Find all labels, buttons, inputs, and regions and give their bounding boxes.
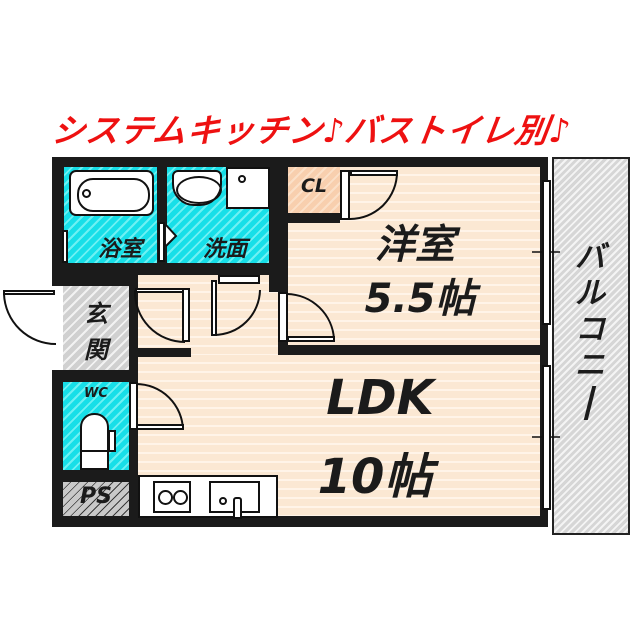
balcony-char: バ [575,240,605,275]
wall-bath-wash [157,167,167,263]
entrance-label-2: 関 [84,336,108,364]
balcony [552,157,630,535]
washing-machine-dial [238,175,246,183]
entrance-door-opening [52,286,63,370]
western-room-door[interactable] [287,336,335,342]
wall-wet-bottom [52,263,288,275]
wc-door[interactable] [136,424,184,430]
bathtub-basin [77,178,150,212]
closet-label: CL [300,175,328,197]
wall-wash-room [269,157,288,292]
western-room-upper [340,167,540,227]
balcony-char: コ [575,312,605,347]
window-western-room[interactable] [542,180,551,325]
balcony-label: バ ル コ ニ [565,240,615,440]
faucet [233,497,242,519]
burner-right [173,490,188,505]
closet-door-jamb [340,170,350,220]
wc-door-jamb [129,382,138,430]
closet-door[interactable] [350,170,398,176]
toilet-tank [80,450,109,470]
western-room-label: 洋室 [375,222,455,268]
window-ldk[interactable] [542,365,551,510]
wall-hall-left [129,275,138,357]
balcony-char: ル [575,276,605,311]
washbasin-bowl [176,176,222,204]
genkan-door-jamb [182,288,190,342]
kitchen-sink [209,481,260,519]
washroom-door[interactable] [211,280,217,336]
wall-cl-bottom [288,213,340,223]
washroom-label: 洗面 [202,237,247,262]
bath-wash-slider[interactable] [158,222,165,262]
washbasin [172,170,222,206]
closet [288,167,340,213]
burner-left [158,490,173,505]
bathtub [69,170,154,216]
pipe-space-label: PS [80,484,112,509]
entrance [63,286,129,370]
sink-drain [219,497,227,505]
genkan-inner-door[interactable] [135,288,185,293]
bathroom-label: 浴室 [97,237,142,262]
washing-machine [226,167,270,209]
ldk-label: LDK [326,370,434,426]
wall-genkan-wc [52,370,138,382]
wall-hall-bottom [129,348,191,357]
pipe-space [63,482,129,516]
ldk-size: 10帖 [317,449,433,505]
bathtub-drain [82,189,91,198]
entrance-door[interactable] [3,290,55,295]
western-room-door-jamb [278,292,288,342]
western-room-size: 5.5帖 [364,276,476,322]
balcony-char: ニ [575,348,605,383]
toilet-bowl [80,413,109,453]
bath-door[interactable] [62,230,68,263]
entrance-label-1: 玄 [84,300,108,328]
wall-room-ldk [278,345,540,355]
wall-left-lower [129,382,138,517]
stove [153,481,191,513]
wall-wc-ps [52,470,138,482]
toilet-paper [108,430,116,452]
toilet-label: WC [84,386,108,401]
washroom-door-opening [218,275,260,284]
